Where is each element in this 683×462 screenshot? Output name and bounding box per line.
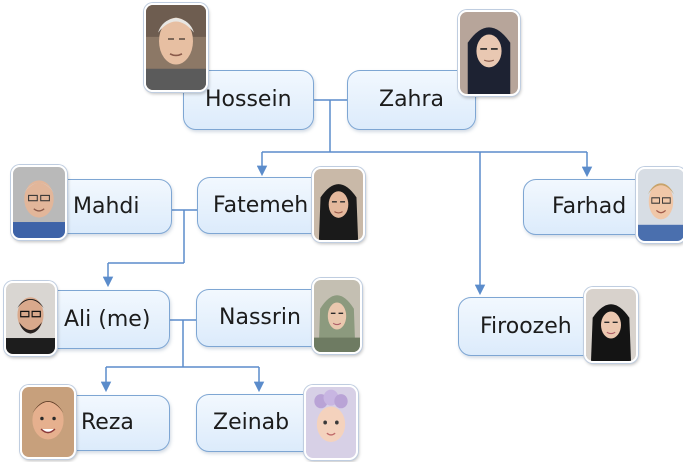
baby-portrait-icon (304, 385, 358, 460)
person-name: Hossein (205, 87, 292, 112)
man-glasses-beard-portrait-icon (4, 281, 57, 356)
woman-hijab-portrait-icon (312, 167, 365, 242)
woman-hijab-portrait-icon (312, 278, 362, 354)
person-node-firoozeh[interactable]: Firoozeh (458, 297, 607, 356)
person-name: Farhad (552, 194, 627, 219)
boy-portrait-icon (20, 385, 76, 459)
person-node-ali[interactable]: Ali (me) (40, 290, 170, 349)
person-name: Zahra (379, 87, 445, 112)
elderly-woman-hijab-portrait-icon (458, 10, 520, 96)
elderly-man-portrait-icon (144, 3, 208, 92)
person-node-zahra[interactable]: Zahra (347, 70, 476, 130)
blond-man-glasses-portrait-icon (636, 167, 683, 243)
woman-hijab-portrait-icon (584, 287, 638, 363)
person-name: Zeinab (213, 410, 290, 435)
gray-haired-man-glasses-portrait-icon (11, 165, 67, 240)
person-name: Nassrin (219, 305, 301, 330)
person-name: Mahdi (73, 193, 140, 219)
person-name: Fatemeh (213, 192, 309, 218)
person-name: Ali (me) (64, 306, 151, 332)
person-node-farhad[interactable]: Farhad (523, 179, 653, 235)
person-node-hossein[interactable]: Hossein (183, 70, 314, 130)
person-name: Reza (81, 410, 134, 435)
person-node-mahdi[interactable]: Mahdi (50, 179, 172, 234)
person-name: Firoozeh (480, 313, 572, 339)
